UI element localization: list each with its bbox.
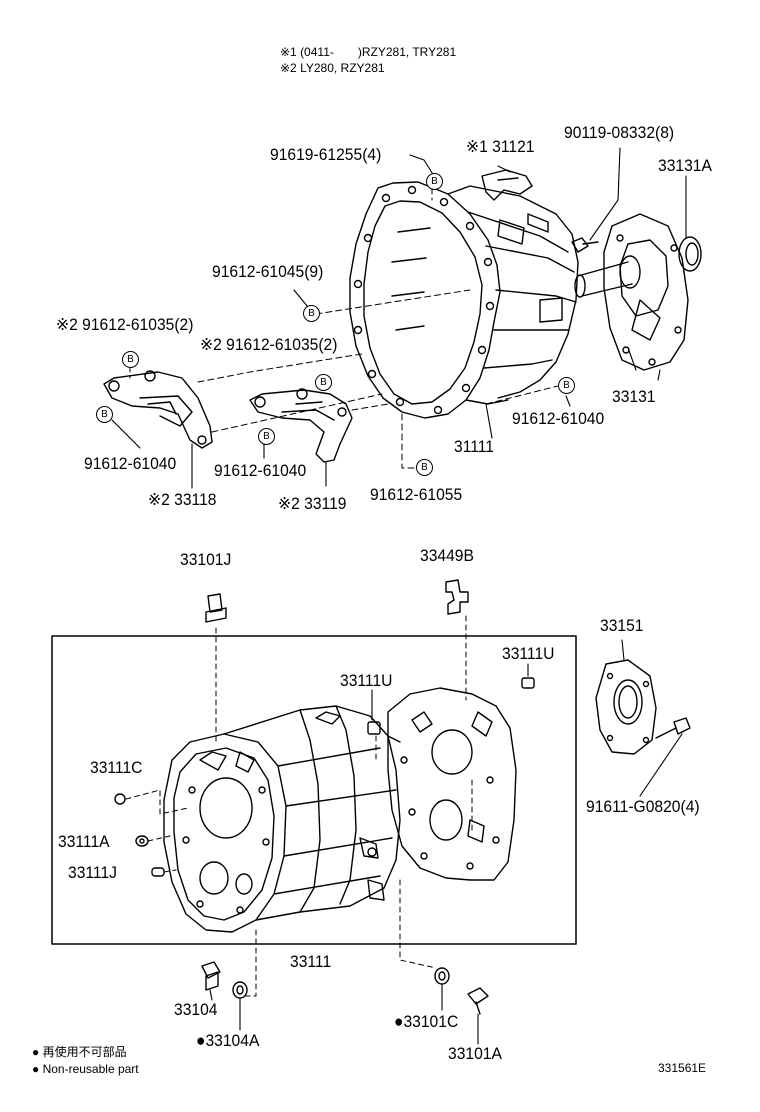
label-31111: 31111: [454, 437, 495, 456]
label-33104: 33104: [174, 1000, 218, 1019]
pin-33111U-right: [521, 677, 535, 689]
label-91611-G0820: 91611-G0820(4): [586, 797, 700, 816]
oil-seal-33131A: [678, 236, 702, 272]
bell-housing-31111: [349, 181, 579, 419]
pin-33111C: [114, 793, 126, 805]
label-90119-08332: 90119-08332(8): [564, 123, 675, 142]
clip-33449B: [445, 579, 469, 615]
label-31121: ※1 31121: [466, 137, 535, 156]
label-33111A: 33111A: [58, 832, 110, 851]
label-33111: 33111: [290, 952, 332, 971]
bracket-33119: [249, 388, 353, 463]
bolt-marker: B: [96, 406, 113, 423]
label-91612-61040-right: 91612-61040: [512, 409, 605, 428]
assembly-frame: [51, 635, 577, 945]
label-33101J: 33101J: [180, 550, 232, 569]
bolt-marker: B: [303, 305, 320, 322]
pin-33111U-center: [367, 721, 381, 735]
leader-lines-lower: [209, 639, 683, 1045]
bolt-marker: B: [558, 377, 575, 394]
label-91612-61045: 91612-61045(9): [212, 262, 324, 281]
bolt-marker: B: [416, 459, 433, 476]
label-33111U-right: 33111U: [502, 644, 555, 663]
label-33118: ※2 33118: [148, 490, 217, 509]
gasket-33104A: [232, 981, 248, 999]
transmission-case-33111: [163, 705, 401, 933]
bolt-marker: B: [315, 374, 332, 391]
label-33111J: 33111J: [68, 863, 117, 882]
gasket-33101C: [434, 967, 450, 985]
bearing-retainer-33131: [574, 213, 689, 371]
bracket-31121: [481, 169, 533, 201]
label-33449B: 33449B: [420, 546, 474, 565]
assembly-lines-lower: [125, 615, 473, 997]
bolt-91611-G0820: [655, 717, 691, 739]
retainer-33151: [595, 659, 657, 755]
label-33101A: 33101A: [448, 1044, 502, 1063]
label-33131: 33131: [612, 387, 656, 406]
label-91612-61040-left: 91612-61040: [84, 454, 177, 473]
label-91612-61055: 91612-61055: [370, 485, 463, 504]
label-91612-61035-center: ※2 91612-61035(2): [200, 335, 338, 354]
leader-lines-upper: [111, 147, 687, 489]
label-33119: ※2 33119: [278, 494, 347, 513]
bolt-90119-08332: [571, 237, 599, 253]
plug-33104: [201, 961, 221, 991]
intermediate-plate: [387, 687, 517, 881]
bolt-marker: B: [258, 428, 275, 445]
label-91612-61040-center: 91612-61040: [214, 461, 307, 480]
bracket-33118: [103, 370, 213, 449]
legend-non-reusable-en: ● Non-reusable part: [32, 1062, 139, 1076]
header-note-1: ※1 (0411- )RZY281, TRY281: [280, 45, 457, 59]
breather-plug-33101J: [205, 593, 227, 623]
plug-33101A: [467, 987, 489, 1015]
label-33101C: ●33101C: [394, 1012, 459, 1031]
label-33151: 33151: [600, 616, 644, 635]
legend-non-reusable-jp: ● 再使用不可部品: [32, 1045, 127, 1059]
bolt-marker: B: [426, 173, 443, 190]
label-91612-61035-left: ※2 91612-61035(2): [56, 315, 194, 334]
pin-33111A: [135, 835, 149, 847]
diagram-code: 331561E: [658, 1061, 707, 1075]
label-33111C: 33111C: [90, 758, 143, 777]
label-91619-61255: 91619-61255(4): [270, 145, 382, 164]
label-33104A: ●33104A: [196, 1031, 260, 1050]
label-33131A: 33131A: [658, 156, 712, 175]
assembly-lines-upper: [129, 187, 567, 469]
pin-33111J: [151, 867, 165, 877]
bolt-marker: B: [122, 351, 139, 368]
label-33111U-center: 33111U: [340, 671, 393, 690]
header-note-2: ※2 LY280, RZY281: [280, 61, 385, 75]
